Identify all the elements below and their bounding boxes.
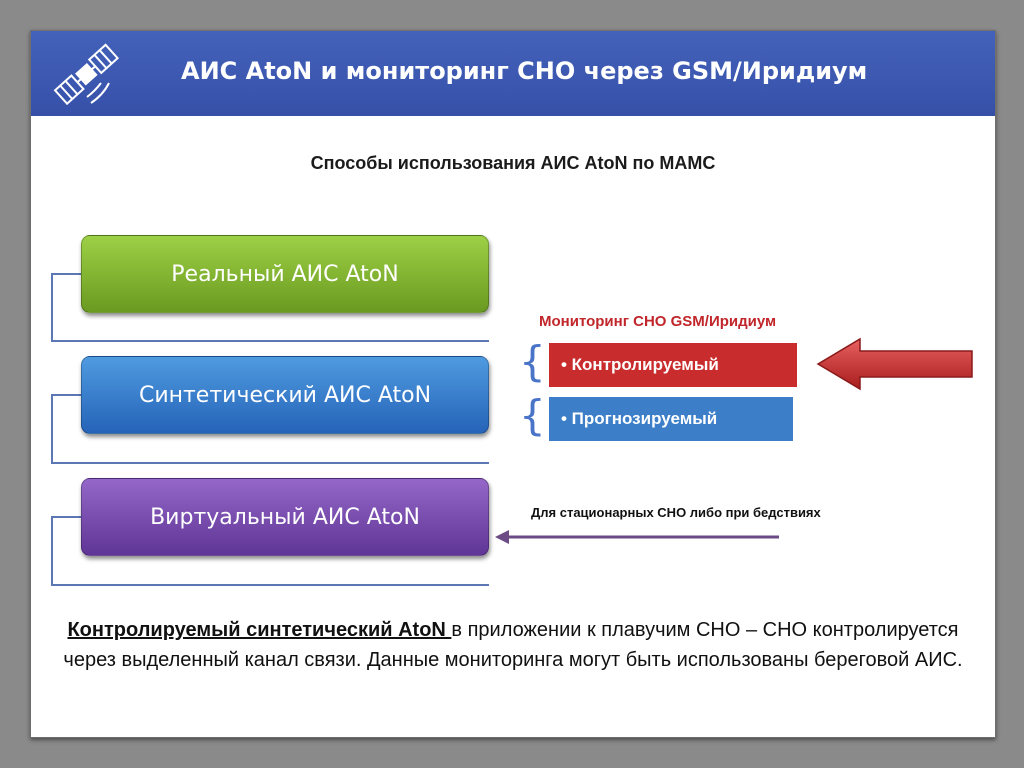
curly-brace-icon: { bbox=[519, 391, 546, 440]
highlighted-term: Контролируемый синтетический AtoN bbox=[67, 619, 452, 641]
connector-top-1 bbox=[51, 273, 81, 275]
real-aton-box: Реальный АИС AtoN bbox=[81, 235, 489, 313]
description-text: Контролируемый синтетический AtoN в прил… bbox=[51, 615, 975, 675]
stationary-label: Для стационарных СНО либо при бедствиях bbox=[531, 505, 821, 520]
left-arrow-icon bbox=[495, 530, 779, 544]
monitoring-label: Мониторинг СНО GSM/Иридиум bbox=[539, 313, 777, 330]
option-predicted: • Прогнозируемый bbox=[549, 397, 793, 441]
subtitle: Способы использования АИС AtoN по МАМС bbox=[310, 153, 716, 173]
connector-vertical-2 bbox=[51, 394, 53, 464]
connector-vertical-3 bbox=[51, 516, 53, 586]
connector-top-2 bbox=[51, 394, 81, 396]
left-arrow-icon bbox=[816, 337, 973, 391]
connector-bottom-1 bbox=[51, 340, 489, 342]
virtual-aton-box: Виртуальный АИС AtoN bbox=[81, 478, 489, 556]
synthetic-aton-box: Синтетический АИС AtoN bbox=[81, 356, 489, 434]
description-body: в приложении к плавучим СНО – СНО контро… bbox=[63, 619, 963, 671]
connector-bottom-2 bbox=[51, 462, 489, 464]
header-bar: АИС AtoN и мониторинг СНО через GSM/Ирид… bbox=[31, 31, 995, 116]
curly-brace-icon: { bbox=[519, 337, 546, 386]
connector-vertical-1 bbox=[51, 273, 53, 341]
option-controlled: • Контролируемый bbox=[549, 343, 797, 387]
page-title: АИС AtoN и мониторинг СНО через GSM/Ирид… bbox=[181, 57, 868, 85]
slide: АИС AtoN и мониторинг СНО через GSM/Ирид… bbox=[30, 30, 996, 738]
connector-top-3 bbox=[51, 516, 81, 518]
connector-bottom-3 bbox=[51, 584, 489, 586]
satellite-icon bbox=[53, 43, 120, 106]
